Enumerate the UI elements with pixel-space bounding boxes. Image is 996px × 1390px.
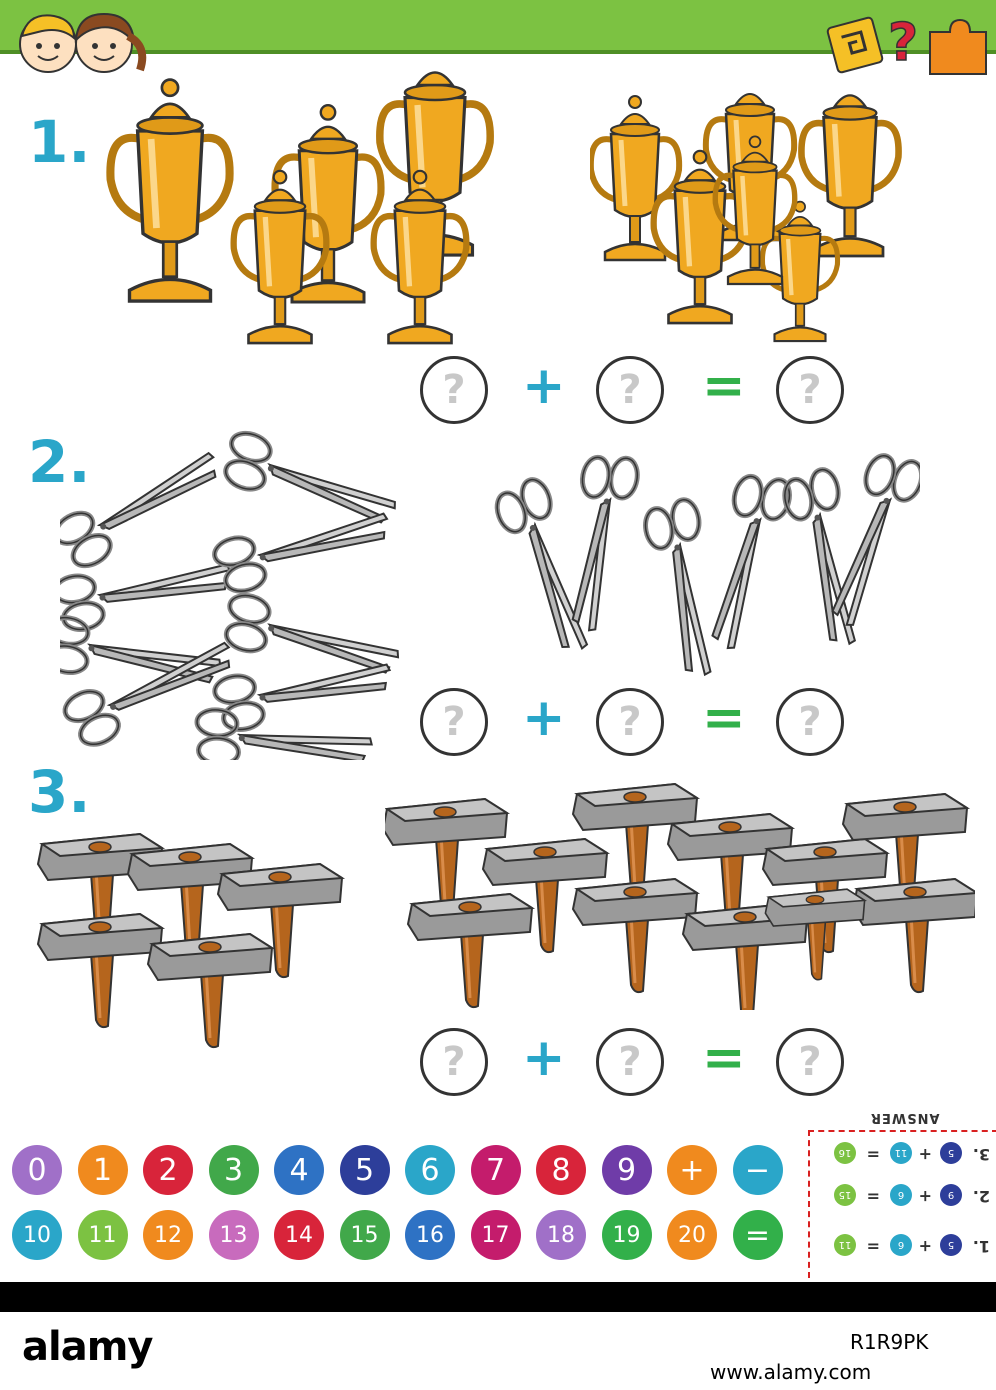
answer-circle-left[interactable]: ?: [420, 356, 488, 424]
trophy-group-right: [590, 90, 920, 360]
answer-key-cell-2: +: [918, 1145, 932, 1164]
answer-circle-left[interactable]: ?: [420, 1028, 488, 1096]
problem-number-1: 1.: [28, 108, 91, 176]
digit-row1-chip-11[interactable]: −: [732, 1145, 783, 1195]
digit-row2-chip-3[interactable]: 13: [208, 1210, 259, 1260]
equation-row-3: ? + ? = ?: [420, 1024, 860, 1104]
answer-key-row-3: 3. 5 +11 = 16: [818, 1138, 990, 1166]
watermark-footer: [0, 1312, 996, 1390]
scissors-group-left: [60, 415, 410, 760]
digit-row1-chip-3[interactable]: 3: [208, 1145, 259, 1195]
answer-circle-total[interactable]: ?: [776, 688, 844, 756]
digit-row2-chip-4[interactable]: 14: [274, 1210, 324, 1260]
digit-row2-chip-8[interactable]: 18: [536, 1210, 586, 1260]
digit-row1-chip-9[interactable]: 9: [601, 1145, 652, 1195]
answer-key-cell-4: =: [866, 1145, 880, 1164]
answer-key-box: [808, 1130, 996, 1278]
kids-mascot-icon: [19, 12, 147, 73]
problem-number-2: 2.: [28, 428, 91, 496]
answer-key-cell-5: 11: [834, 1234, 856, 1256]
answer-key-title: ANSWER: [870, 1110, 940, 1125]
puzzle-icon: ?: [826, 12, 987, 75]
trophy-group-left: [100, 70, 520, 370]
digit-row2-chip-7[interactable]: 17: [470, 1210, 521, 1260]
digit-row1-chip-6[interactable]: 6: [405, 1145, 455, 1195]
answer-key-cell-3: 6: [890, 1184, 912, 1206]
answer-key-cell-1: 9: [940, 1184, 962, 1206]
answer-circle-right[interactable]: ?: [596, 1028, 664, 1096]
answer-key-cell-0: 3.: [972, 1145, 990, 1164]
plus-sign: +: [522, 1028, 566, 1088]
digit-row2-chip-2[interactable]: 12: [143, 1210, 193, 1260]
problem-number-3: 3.: [28, 758, 91, 826]
digit-row1-chip-8[interactable]: 8: [536, 1145, 586, 1195]
digit-row1-chip-2[interactable]: 2: [143, 1145, 193, 1195]
digit-row2-chip-5[interactable]: 15: [339, 1210, 390, 1260]
plus-sign: +: [522, 688, 566, 748]
watermark-url: www.alamy.com: [710, 1360, 872, 1384]
digit-row2-chip-11[interactable]: =: [732, 1210, 783, 1260]
answer-key-cell-1: 5: [940, 1142, 962, 1164]
digit-row2-chip-0[interactable]: 10: [12, 1210, 62, 1260]
answer-key-cell-0: 1.: [972, 1237, 990, 1256]
digit-row2-chip-1[interactable]: 11: [77, 1210, 128, 1260]
answer-circle-left[interactable]: ?: [420, 688, 488, 756]
answer-key-cell-4: =: [866, 1187, 880, 1206]
hammer-group-right: [385, 782, 975, 1010]
digit-row1-chip-10[interactable]: +: [667, 1145, 717, 1195]
equation-row-1: ? + ? = ?: [420, 352, 860, 432]
answer-key-row-2: 2. 9 +6 = 15: [818, 1180, 990, 1208]
answer-key-cell-2: +: [918, 1237, 932, 1256]
equation-row-2: ? + ? = ?: [420, 684, 860, 764]
answer-circle-total[interactable]: ?: [776, 356, 844, 424]
answer-key-cell-0: 2.: [972, 1187, 990, 1206]
image-id: R1R9PK: [850, 1330, 929, 1354]
answer-key-cell-5: 16: [834, 1142, 856, 1164]
alamy-logo: alamy: [22, 1324, 153, 1370]
hammer-group-left: [36, 832, 344, 1049]
answer-key-cell-2: +: [918, 1187, 932, 1206]
digit-row1-chip-4[interactable]: 4: [274, 1145, 324, 1195]
digit-row1-chip-1[interactable]: 1: [77, 1145, 128, 1195]
digit-row1-chip-5[interactable]: 5: [339, 1145, 390, 1195]
answer-circle-right[interactable]: ?: [596, 356, 664, 424]
digit-row1-chip-7[interactable]: 7: [470, 1145, 521, 1195]
equals-sign: =: [702, 1028, 746, 1088]
svg-text:?: ?: [888, 13, 918, 73]
scissors-group-right: [480, 445, 920, 690]
digit-row2-chip-10[interactable]: 20: [667, 1210, 717, 1260]
equals-sign: =: [702, 688, 746, 748]
answer-circle-right[interactable]: ?: [596, 688, 664, 756]
plus-sign: +: [522, 356, 566, 416]
answer-key-cell-3: 6: [890, 1234, 912, 1256]
digit-row2-chip-6[interactable]: 16: [405, 1210, 455, 1260]
answer-key-cell-3: 11: [890, 1142, 912, 1164]
equals-sign: =: [702, 356, 746, 416]
answer-circle-total[interactable]: ?: [776, 1028, 844, 1096]
answer-key-cell-1: 5: [940, 1234, 962, 1256]
answer-key-cell-5: 15: [834, 1184, 856, 1206]
answer-key-cell-4: =: [866, 1237, 880, 1256]
digit-row2-chip-9[interactable]: 19: [601, 1210, 652, 1260]
digit-row1-chip-0[interactable]: 0: [12, 1145, 62, 1195]
answer-key-row-1: 1. 5 +6 = 11: [818, 1230, 990, 1258]
